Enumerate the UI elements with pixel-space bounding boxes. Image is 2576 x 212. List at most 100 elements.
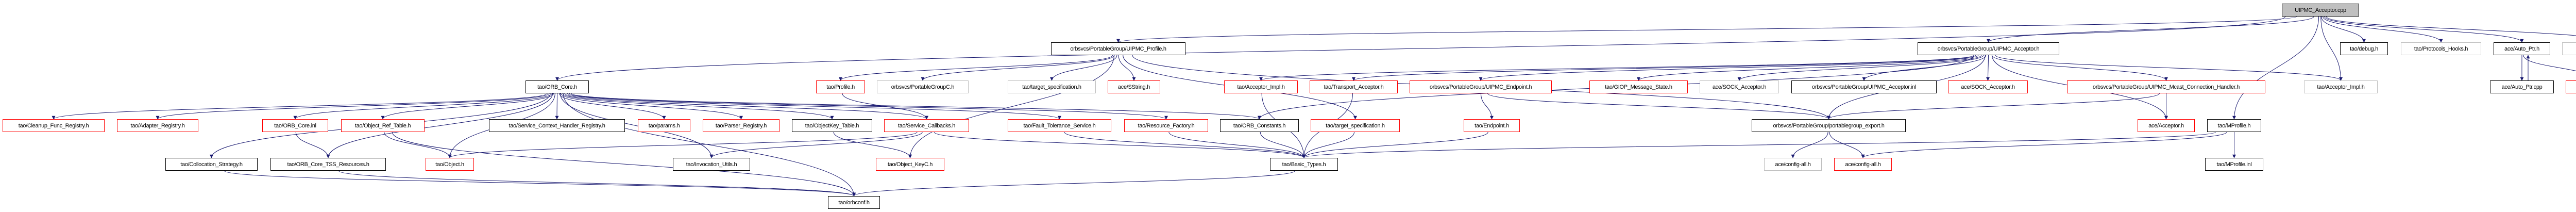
node-uipmc-profile-h[interactable]: orbsvcs/PortableGroup/UIPMC_Profile.h	[1051, 42, 1185, 55]
node-uipmc-acceptor-h[interactable]: orbsvcs/PortableGroup/UIPMC_Acceptor.h	[1918, 42, 2059, 55]
node-ft-service[interactable]: tao/Fault_Tolerance_Service.h	[1008, 119, 1111, 132]
node-uipmc-acceptor-inl[interactable]: orbsvcs/PortableGroup/UIPMC_Acceptor.inl	[1791, 80, 1937, 93]
node-label: tao/MProfile.inl	[2216, 161, 2252, 168]
edge-uipmc-acceptor-h-to-mcast-handler-h	[1991, 55, 2168, 81]
node-acceptor-impl-gray[interactable]: tao/Acceptor_Impl.h	[2304, 80, 2378, 93]
edge-uipmc-profile-h-to-profile-h	[839, 55, 1113, 81]
node-sock-acceptor-gray[interactable]: ace/SOCK_Acceptor.h	[1700, 80, 1779, 93]
edge-profile-h-to-service-callbacks	[842, 93, 928, 120]
node-label: orbsvcs/PortableGroup/UIPMC_Acceptor.inl	[1812, 84, 1916, 90]
edge-uipmc-acceptor-h-to-giop-message-state-h	[1637, 55, 1982, 81]
node-object-ref-table[interactable]: tao/Object_Ref_Table.h	[341, 119, 425, 132]
edge-target-spec-red-to-basic-types	[1302, 132, 1355, 158]
node-sstring-h[interactable]: ace/SString.h	[1108, 80, 1160, 93]
edge-orb-core-h-to-service-callbacks	[564, 93, 928, 120]
node-config-all-gray[interactable]: ace/config-all.h	[1764, 158, 1822, 171]
node-orb-core-h[interactable]: tao/ORB_Core.h	[526, 80, 589, 93]
node-acceptor-impl-red[interactable]: tao/Acceptor_Impl.h	[1224, 80, 1298, 93]
node-label: orbsvcs/PortableGroupC.h	[891, 84, 955, 90]
node-label: ace/config-all.h	[1845, 161, 1881, 168]
node-profile-h[interactable]: tao/Profile.h	[816, 80, 865, 93]
node-ace-acceptor[interactable]: ace/Acceptor.h	[2138, 119, 2195, 132]
node-object-keyc[interactable]: tao/Object_KeyC.h	[876, 158, 944, 171]
node-label: tao/Object_Ref_Table.h	[354, 122, 411, 129]
edge-orb-core-h-to-adapter	[156, 93, 550, 120]
node-endpoint-h[interactable]: tao/Endpoint.h	[1464, 119, 1520, 132]
node-transport-acceptor-h[interactable]: tao/Transport_Acceptor.h	[1310, 80, 1398, 93]
edge-auto-ptr-h-to-auto-ptr-inl	[2523, 55, 2576, 71]
edge-uipmc-acceptor-h-to-uipmc-acceptor-inl	[1862, 55, 1987, 81]
edge-orb-core-h-to-invocation-utils	[560, 93, 714, 158]
edge-orb-core-h-to-cleanup	[52, 93, 548, 120]
node-label: orbsvcs/PortableGroup/UIPMC_Acceptor.h	[1937, 45, 2040, 52]
node-auto-ptr-inl[interactable]: ace/Auto_Ptr.inl	[2566, 80, 2576, 93]
node-label: UIPMC_Acceptor.cpp	[2295, 7, 2346, 13]
edge-uipmc-profile-h-to-portablegroupc-h	[921, 55, 1115, 81]
node-label: tao/Profile.h	[826, 84, 855, 90]
node-label: tao/Object_KeyC.h	[887, 161, 933, 168]
node-label: tao/GIOP_Message_State.h	[1605, 84, 1672, 90]
node-tss[interactable]: tao/ORB_Core_TSS_Resources.h	[270, 158, 386, 171]
node-config-all-red[interactable]: ace/config-all.h	[1834, 158, 1892, 171]
node-orbconf[interactable]: tao/orbconf.h	[828, 196, 880, 209]
node-collocation[interactable]: tao/Collocation_Strategy.h	[165, 158, 258, 171]
node-service-callbacks[interactable]: tao/Service_Callbacks.h	[884, 119, 969, 132]
edge-orb-core-h-to-parser	[561, 93, 743, 120]
node-giop-message-state-h[interactable]: tao/GIOP_Message_State.h	[1589, 80, 1688, 93]
node-label: tao/Acceptor_Impl.h	[1237, 84, 1285, 90]
node-orb-constants[interactable]: tao/ORB_Constants.h	[1220, 119, 1299, 132]
node-resource-factory[interactable]: tao/Resource_Factory.h	[1124, 119, 1208, 132]
node-label: tao/ORB_Constants.h	[1233, 122, 1286, 129]
node-target-spec-red[interactable]: tao/target_specification.h	[1311, 119, 1400, 132]
node-sock-acceptor-red[interactable]: ace/SOCK_Acceptor.h	[1948, 80, 2028, 93]
edge-object-ref-table-to-orbconf	[392, 132, 856, 197]
edge-root-to-orb-core-h	[555, 16, 2286, 81]
edge-collocation-to-orbconf	[224, 170, 856, 197]
node-adapter[interactable]: tao/Adapter_Registry.h	[117, 119, 198, 132]
node-label: tao/Endpoint.h	[1475, 122, 1509, 129]
node-cleanup[interactable]: tao/Cleanup_Func_Registry.h	[3, 119, 105, 132]
node-label: tao/Transport_Acceptor.h	[1324, 84, 1384, 90]
node-params[interactable]: tao/params.h	[638, 119, 690, 132]
node-mprofile-inl[interactable]: tao/MProfile.inl	[2205, 158, 2263, 171]
node-auto-ptr-cpp[interactable]: ace/Auto_Ptr.cpp	[2490, 80, 2554, 93]
node-object-h[interactable]: tao/Object.h	[426, 158, 474, 171]
node-label: ace/Auto_Ptr.cpp	[2501, 84, 2543, 90]
edge-root-to-auto-ptr-h	[2324, 16, 2524, 43]
edge-ft-service-to-basic-types	[1064, 132, 1306, 158]
node-mcast-handler-h[interactable]: orbsvcs/PortableGroup/UIPMC_Mcast_Connec…	[2067, 80, 2265, 93]
node-auto-ptr-h[interactable]: ace/Auto_Ptr.h	[2494, 42, 2550, 55]
node-label: orbsvcs/PortableGroup/UIPMC_Endpoint.h	[1429, 84, 1532, 90]
node-mprofile-h[interactable]: tao/MProfile.h	[2207, 119, 2261, 132]
edge-uipmc-acceptor-h-to-sock-acceptor-red	[1986, 55, 1990, 81]
node-objectkey-table[interactable]: tao/ObjectKey_Table.h	[792, 119, 872, 132]
node-protocols-hooks-h[interactable]: tao/Protocols_Hooks.h	[2401, 42, 2481, 55]
node-label: tao/Protocols_Hooks.h	[2414, 45, 2468, 52]
node-label: ace/config-all.h	[1775, 161, 1811, 168]
edge-mcast-handler-h-to-pg-export	[1827, 93, 2160, 120]
edge-uipmc-endpoint-h-to-pg-export	[1487, 93, 1831, 120]
edge-orb-core-h-to-orbconf	[563, 93, 856, 197]
node-service-ctx[interactable]: tao/Service_Context_Handler_Registry.h	[489, 119, 625, 132]
node-debug-h[interactable]: tao/debug.h	[2340, 42, 2388, 55]
node-root[interactable]: UIPMC_Acceptor.cpp	[2282, 4, 2359, 17]
node-label: tao/Cleanup_Func_Registry.h	[18, 122, 89, 129]
node-uipmc-endpoint-h[interactable]: orbsvcs/PortableGroup/UIPMC_Endpoint.h	[1410, 80, 1552, 93]
node-orb-core-inl[interactable]: tao/ORB_Core.inl	[262, 119, 328, 132]
node-label: orbsvcs/PortableGroup/UIPMC_Profile.h	[1070, 45, 1166, 52]
edge-root-to-protocols-hooks-h	[2323, 16, 2443, 43]
edge-uipmc-acceptor-h-to-transport-acceptor-h	[1352, 55, 1976, 81]
edge-pg-export-to-config-all-red	[1829, 132, 1865, 158]
edge-orb-core-h-to-orb-core-inl	[293, 93, 552, 120]
node-portablegroupc-h[interactable]: orbsvcs/PortableGroupC.h	[877, 80, 969, 93]
node-parser[interactable]: tao/Parser_Registry.h	[703, 119, 779, 132]
node-target-spec-gray[interactable]: tao/target_specification.h	[1008, 80, 1096, 93]
node-basic-types[interactable]: tao/Basic_Types.h	[1270, 158, 1338, 171]
node-pg-export[interactable]: orbsvcs/PortableGroup/portablegroup_expo…	[1752, 119, 1906, 132]
edge-pg-export-to-config-all-gray	[1791, 132, 1828, 158]
edge-tss-to-orbconf	[338, 170, 856, 197]
node-os-netdb-h[interactable]: ace/os_include/os_netdb.h	[2562, 42, 2576, 55]
node-label: tao/Fault_Tolerance_Service.h	[1023, 122, 1096, 129]
node-invocation-utils[interactable]: tao/Invocation_Utils.h	[673, 158, 750, 171]
